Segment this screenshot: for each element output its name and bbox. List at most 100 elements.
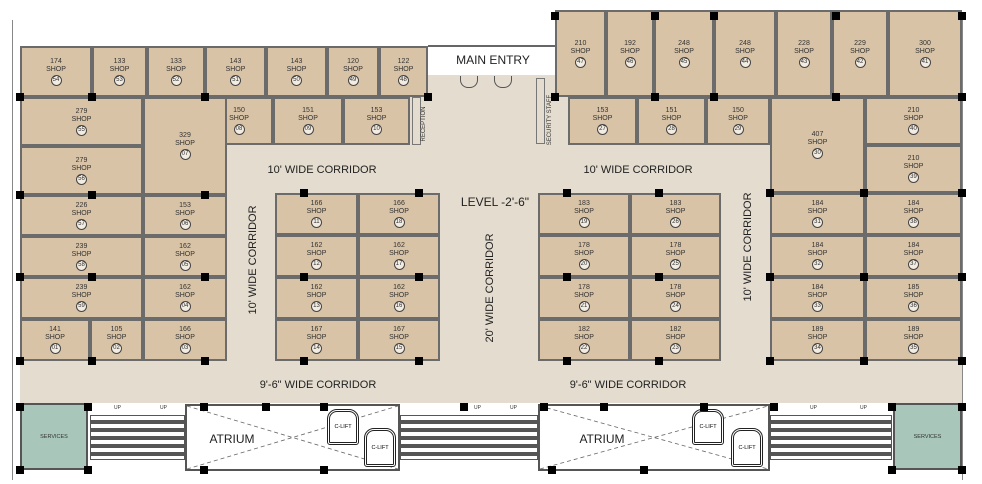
stairs[interactable]: [770, 415, 892, 460]
shop-area: 143: [229, 57, 242, 65]
shop-number-badge: 11: [311, 217, 322, 228]
shop-area: 248: [678, 39, 690, 47]
services-room-right: SERVICES: [893, 403, 962, 470]
up-label: UP: [160, 405, 167, 411]
lift-label: C-LIFT: [738, 444, 756, 451]
capsule-lift[interactable]: C-LIFT: [692, 409, 724, 445]
shop-number-badge: 49: [347, 74, 359, 86]
corridor-label: 9'-6" WIDE CORRIDOR: [259, 379, 377, 391]
shop-area: 210: [907, 107, 920, 114]
stairs[interactable]: [90, 415, 185, 460]
entry-door[interactable]: [494, 76, 512, 88]
shop-label: SHOP: [225, 65, 246, 73]
shop-label: SHOP: [71, 209, 92, 217]
up-label: UP: [510, 405, 517, 411]
structural-column: [766, 273, 774, 281]
entry-door[interactable]: [460, 76, 478, 88]
structural-column: [600, 403, 608, 411]
structural-column: [88, 273, 96, 281]
structural-column: [320, 466, 328, 474]
shop-number-badge: 45: [678, 56, 690, 68]
shop-label: SHOP: [175, 209, 195, 217]
capsule-lift[interactable]: C-LIFT: [731, 428, 763, 467]
shop-area: 105: [110, 326, 123, 333]
shop-area: 239: [75, 284, 88, 291]
shop-area: 226: [75, 201, 88, 209]
capsule-lift[interactable]: C-LIFT: [364, 428, 396, 467]
structural-column: [563, 189, 571, 197]
lift-label: C-LIFT: [371, 444, 389, 451]
capsule-lift[interactable]: C-LIFT: [327, 409, 359, 445]
main-entry-area[interactable]: [428, 45, 555, 75]
shop-area: 151: [302, 107, 314, 114]
shop-number-badge: 25: [670, 259, 681, 270]
shop-label: SHOP: [71, 250, 92, 258]
stairs[interactable]: [400, 415, 538, 460]
outer-wall: [12, 20, 13, 480]
shop-area: 189: [907, 326, 920, 333]
structural-column: [551, 12, 559, 20]
shop-area: 239: [75, 242, 88, 250]
shop-area: 162: [179, 242, 191, 250]
structural-column: [832, 12, 840, 20]
